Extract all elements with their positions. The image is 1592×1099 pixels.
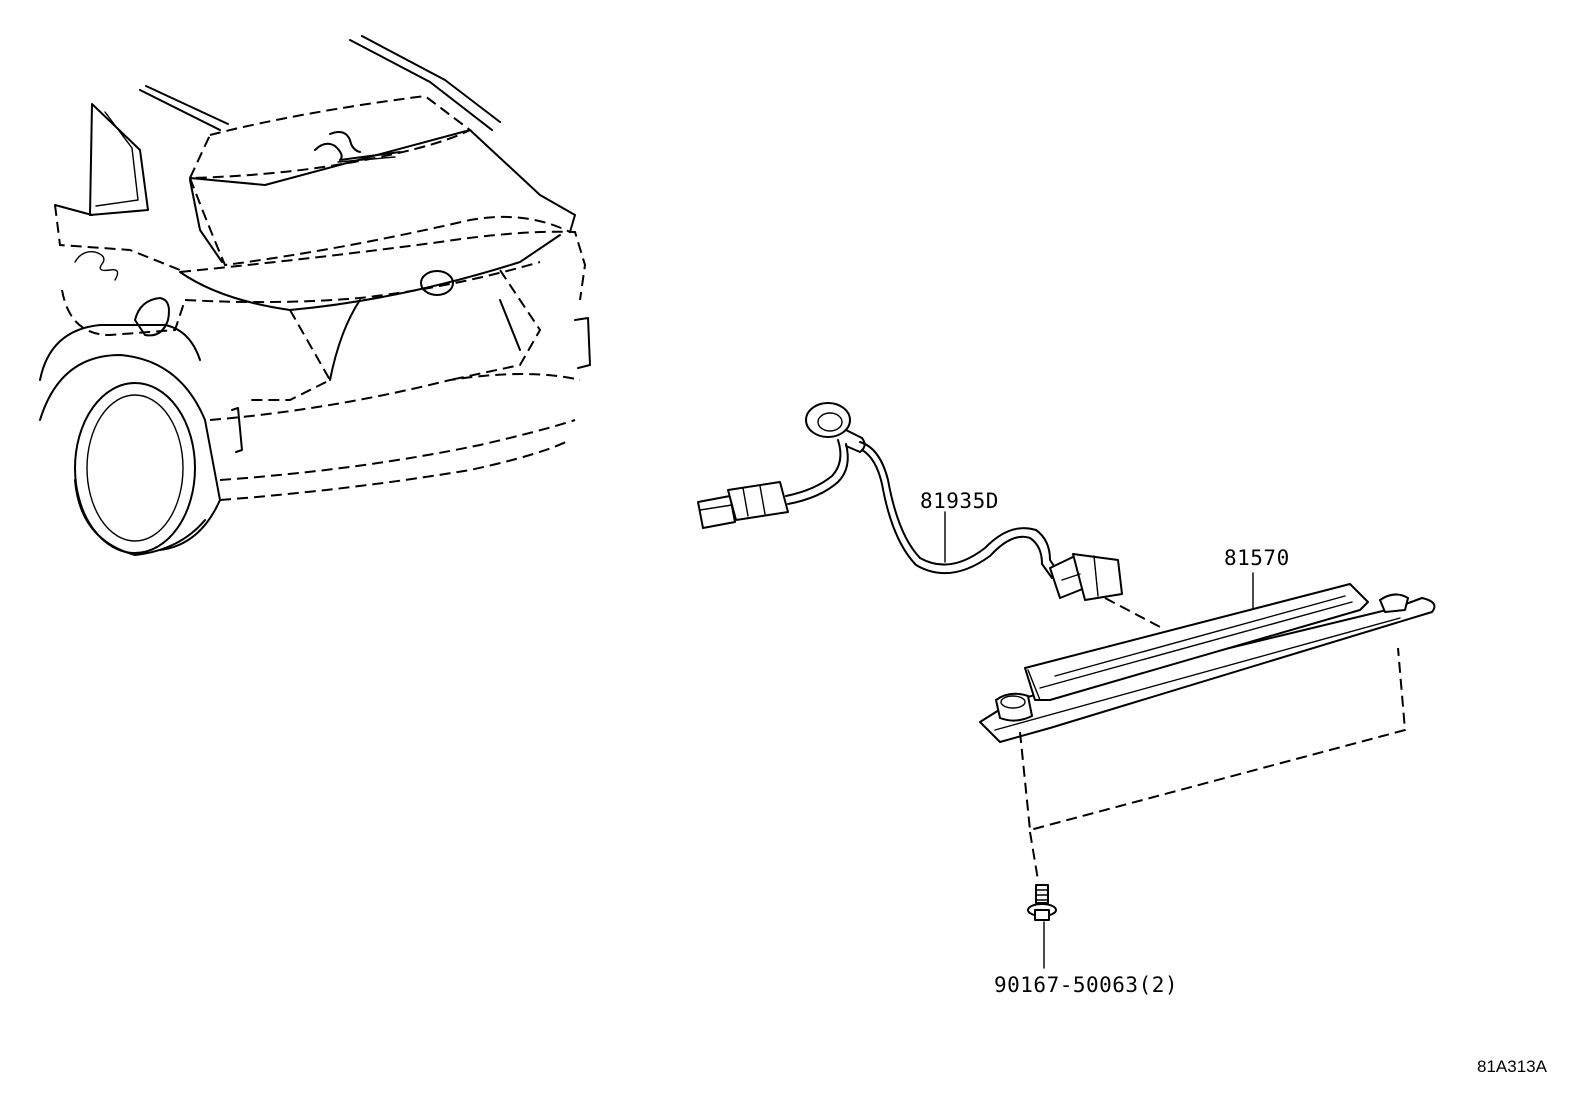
harness-connector-left (697, 495, 736, 529)
vehicle-illustration (39, 35, 591, 556)
callout-stop-lamp: 81570 (1224, 546, 1290, 570)
grommet (805, 402, 851, 438)
callout-wire-harness: 81935D (920, 489, 999, 513)
callout-bolt: 90167-50063(2) (994, 973, 1178, 997)
illustration-code: 81A313A (1477, 1057, 1548, 1076)
bolt (1027, 884, 1057, 921)
stop-lamp-assembly (979, 583, 1436, 743)
wire-harness (697, 402, 1123, 601)
